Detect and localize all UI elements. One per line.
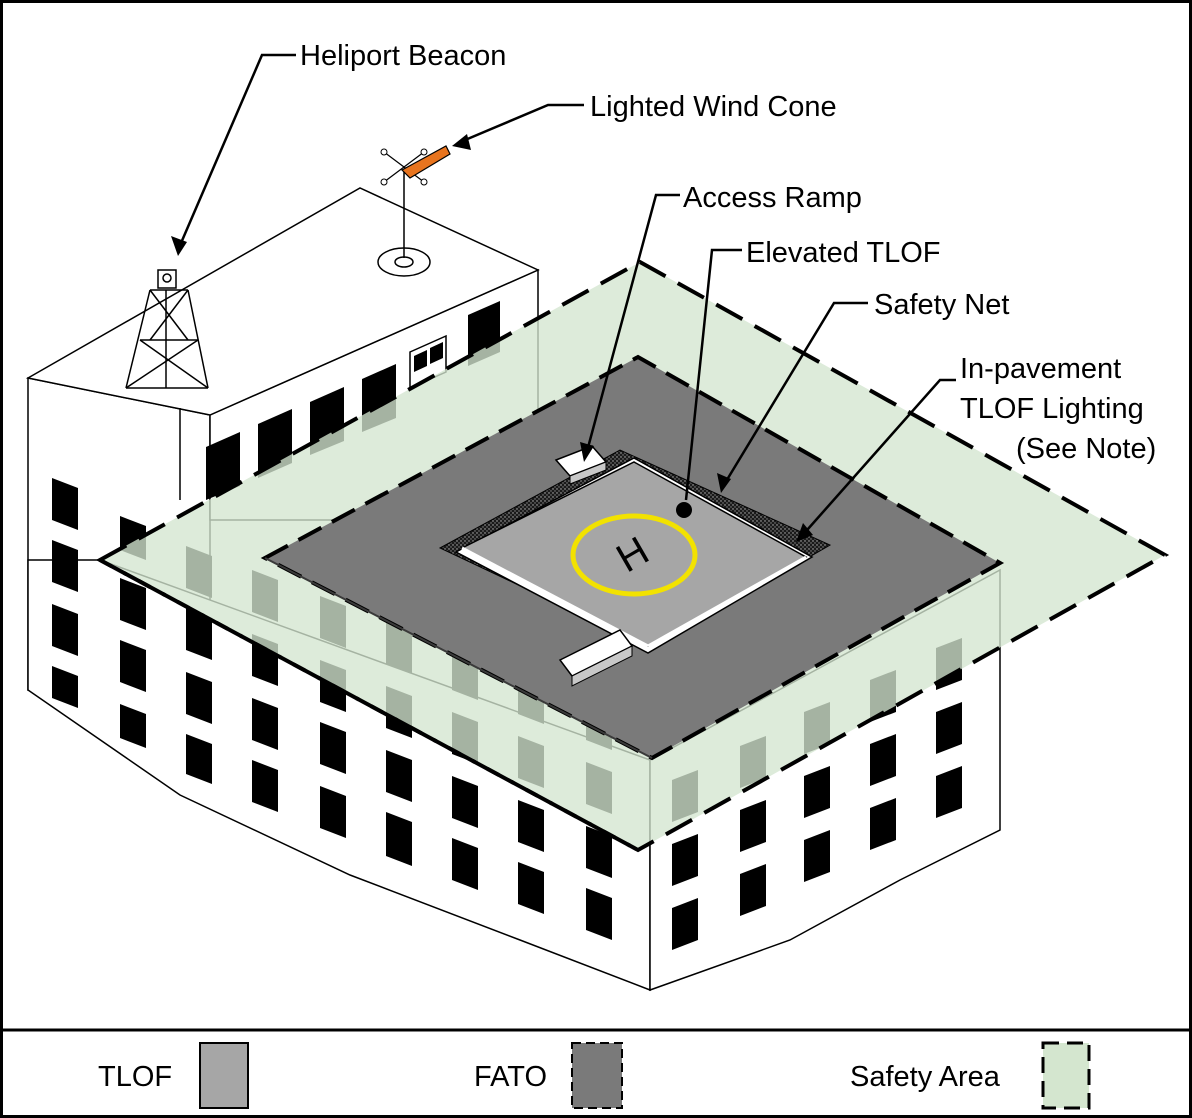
lighted-wind-cone [377, 145, 451, 277]
building [25, 187, 1001, 992]
legend-fato-label: FATO [474, 1061, 547, 1093]
elevated-tlof-marker [676, 502, 692, 518]
callout-in-pavement-3: (See Note) [1016, 433, 1156, 465]
callout-access-ramp: Access Ramp [683, 182, 862, 214]
legend-fato-swatch [571, 1042, 623, 1109]
callout-lighted-wind-cone: Lighted Wind Cone [590, 91, 837, 123]
access-ramp-front [558, 629, 634, 687]
fato-edge [264, 557, 653, 759]
legend-safety-area-label: Safety Area [850, 1061, 1001, 1093]
heliport-beacon [125, 269, 209, 389]
legend-tlof-swatch [199, 1042, 249, 1109]
callout-in-pavement-2: TLOF Lighting [960, 393, 1144, 425]
penthouse-windows [206, 301, 500, 500]
wind-cone-sock [401, 145, 451, 179]
legend-safety-area-swatch [1041, 1041, 1091, 1110]
touchdown-circle [570, 513, 698, 597]
callout-in-pavement-1: In-pavement [960, 353, 1121, 385]
callout-arrowheads [171, 134, 813, 542]
callout-safety-net: Safety Net [874, 289, 1009, 321]
callout-leaders [176, 53, 956, 539]
callout-elevated-tlof: Elevated TLOF [746, 237, 941, 269]
penthouse-roof [25, 187, 540, 416]
safety-area-front-edge [99, 558, 639, 852]
access-ramp-rear [554, 445, 608, 485]
callout-heliport-beacon: Heliport Beacon [300, 40, 506, 72]
legend-tlof-label: TLOF [98, 1061, 172, 1093]
legend: TLOF FATO Safety Area [98, 1041, 1091, 1110]
